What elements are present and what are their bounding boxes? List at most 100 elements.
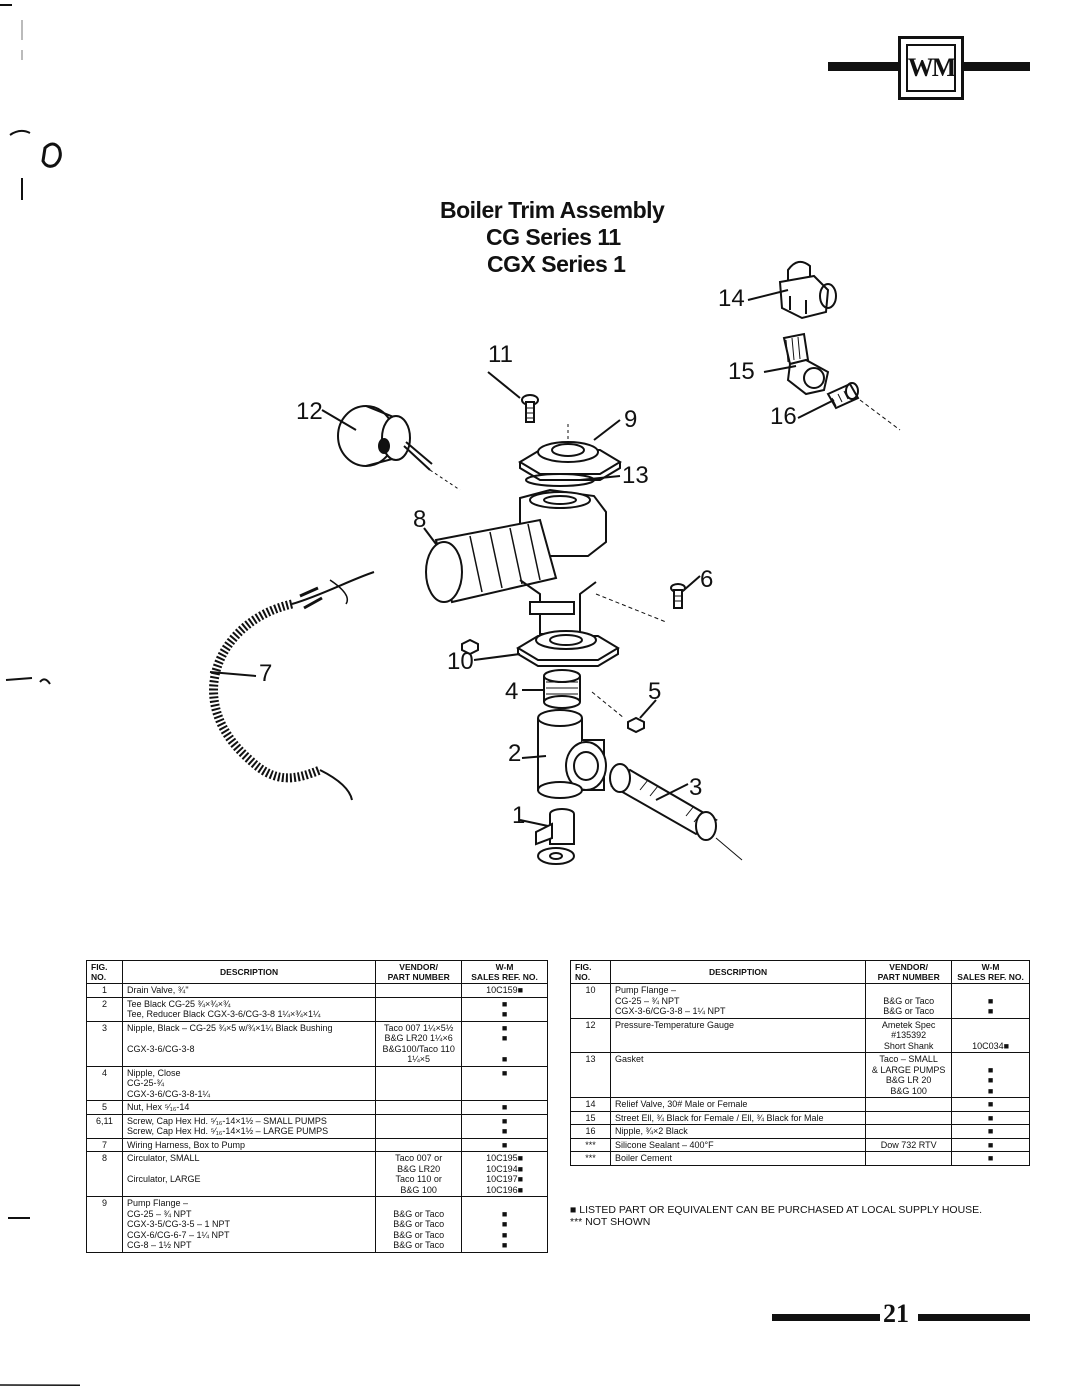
callout-2: 2 [508, 740, 522, 767]
scan-margin-marks [0, 4, 80, 1386]
cell-fig: 16 [570, 1124, 611, 1139]
cell-fig: 9 [86, 1196, 123, 1253]
footer-bar-left [772, 1314, 880, 1321]
cell-vendor [375, 1137, 463, 1152]
table-row: *** Silicone Sealant – 400°F Dow 732 RTV… [570, 1137, 1030, 1152]
table-row: 9 Pump Flange – CG-25 – ¾ NPT CGX-3-5/CG… [86, 1196, 548, 1253]
col-header-fig: FIG. NO. [570, 960, 611, 984]
table-header-row: FIG. NO. DESCRIPTION VENDOR/ PART NUMBER… [86, 960, 548, 984]
table-row: 14 Relief Valve, 30# Male or Female ■ [570, 1097, 1030, 1112]
cell-sales-ref: ■ ■ ■ [951, 1052, 1030, 1098]
callout-3: 3 [689, 774, 703, 801]
cell-description: Boiler Cement [609, 1151, 867, 1166]
table-row: 5 Nut, Hex ⁵⁄₁₆-14 ■ [86, 1100, 548, 1115]
cell-fig: 8 [86, 1151, 123, 1197]
cell-sales-ref: ■ [461, 1065, 548, 1101]
cell-fig: 6,11 [86, 1113, 123, 1139]
cell-fig: 15 [570, 1110, 611, 1125]
relief-valve-part-14 [778, 260, 837, 320]
cell-sales-ref: ■ [461, 1137, 548, 1152]
table-row: 10 Pump Flange – CG-25 – ¾ NPT CGX-3-6/C… [570, 983, 1030, 1019]
cell-description: Silicone Sealant – 400°F [609, 1137, 867, 1152]
cell-fig: 4 [86, 1065, 123, 1101]
title-line-2: CG Series 11 [486, 224, 621, 250]
cell-fig: *** [570, 1137, 611, 1152]
cell-description: Nipple, Black – CG-25 ¾×5 w/¾×1¼ Black B… [121, 1020, 377, 1067]
tee-part-2 [537, 709, 607, 799]
callout-12: 12 [296, 398, 323, 425]
cell-vendor: Dow 732 RTV [865, 1137, 953, 1152]
cell-description: Tee Black CG-25 ¾×¾×¾ Tee, Reducer Black… [121, 996, 377, 1022]
cell-sales-ref: ■ [951, 1151, 1030, 1166]
callout-16: 16 [770, 403, 797, 430]
cell-sales-ref: ■ [461, 1100, 548, 1115]
callout-7: 7 [259, 660, 273, 687]
logo-bar-left [828, 62, 898, 71]
table-row: 7 Wiring Harness, Box to Pump ■ [86, 1137, 548, 1152]
callout-5: 5 [648, 678, 662, 705]
table-row: 13 Gasket Taco – SMALL & LARGE PUMPS B&G… [570, 1052, 1030, 1098]
page-number: 21 [883, 1299, 909, 1328]
parts-table-left: FIG. NO. DESCRIPTION VENDOR/ PART NUMBER… [86, 960, 548, 1253]
cell-vendor: B&G or Taco B&G or Taco [865, 983, 953, 1019]
cell-description: Wiring Harness, Box to Pump [121, 1137, 377, 1152]
callout-1: 1 [512, 802, 526, 829]
cell-sales-ref: ■ ■ [461, 996, 548, 1022]
logo-text: WM [906, 44, 956, 92]
callout-9: 9 [624, 406, 638, 433]
table-row: 1 Drain Valve, ¾" 10C159■ [86, 983, 548, 998]
col-header-fig: FIG. NO. [86, 960, 123, 984]
cell-fig: 10 [570, 983, 611, 1019]
cell-description: Gasket [609, 1052, 867, 1098]
cell-description: Nipple, Close CG-25-¾ CGX-3-6/CG-3-8-1¼ [121, 1065, 377, 1101]
table-header-row: FIG. NO. DESCRIPTION VENDOR/ PART NUMBER… [570, 960, 1030, 984]
table-row: 12 Pressure-Temperature Gauge Ametek Spe… [570, 1017, 1030, 1053]
screw-part-6 [670, 583, 686, 609]
cell-description: Pump Flange – CG-25 – ¾ NPT CGX-3-6/CG-3… [609, 983, 867, 1019]
cell-description: Screw, Cap Hex Hd. ⁵⁄₁₆-14×1½ – SMALL PU… [121, 1113, 377, 1139]
cell-description: Nut, Hex ⁵⁄₁₆-14 [121, 1100, 377, 1115]
cell-fig: 12 [570, 1017, 611, 1053]
cell-sales-ref: ■ ■ [951, 983, 1030, 1019]
col-header-description: DESCRIPTION [121, 960, 377, 984]
cell-description: Pump Flange – CG-25 – ¾ NPT CGX-3-5/CG-3… [121, 1196, 377, 1253]
cell-description: Nipple, ¾×2 Black [609, 1124, 867, 1139]
cell-fig: *** [570, 1151, 611, 1166]
cell-description: Relief Valve, 30# Male or Female [609, 1097, 867, 1112]
cell-sales-ref: 10C159■ [461, 983, 548, 998]
cell-vendor [375, 1113, 463, 1139]
cell-sales-ref: ■ [951, 1110, 1030, 1125]
cell-vendor [375, 1100, 463, 1115]
cell-fig: 1 [86, 983, 123, 998]
cell-sales-ref: ■ ■ ■ [461, 1020, 548, 1067]
cell-fig: 13 [570, 1052, 611, 1098]
col-header-sales-ref: W-M SALES REF. NO. [951, 960, 1030, 984]
cell-vendor [375, 996, 463, 1022]
cell-description: Pressure-Temperature Gauge [609, 1017, 867, 1053]
col-header-vendor: VENDOR/ PART NUMBER [375, 960, 463, 984]
cell-description: Circulator, SMALL Circulator, LARGE [121, 1151, 377, 1197]
col-header-sales-ref: W-M SALES REF. NO. [461, 960, 548, 984]
col-header-description: DESCRIPTION [609, 960, 867, 984]
cell-sales-ref: ■ ■ ■ ■ [461, 1196, 548, 1253]
drain-valve-part-1 [535, 808, 575, 865]
cell-vendor: Taco – SMALL & LARGE PUMPS B&G LR 20 B&G… [865, 1052, 953, 1098]
callout-10: 10 [447, 648, 474, 675]
cell-description: Street Ell, ¾ Black for Female / Ell, ¾ … [609, 1110, 867, 1125]
gauge-part-12 [337, 405, 461, 491]
table-row: 16 Nipple, ¾×2 Black ■ [570, 1124, 1030, 1139]
wiring-harness-part-7 [209, 571, 375, 801]
cell-sales-ref: ■ [951, 1097, 1030, 1112]
street-ell-part-15 [782, 332, 830, 396]
cell-vendor [375, 1065, 463, 1101]
cell-sales-ref: 10C034■ [951, 1017, 1030, 1053]
callout-11: 11 [488, 341, 513, 368]
footer-bar-right [918, 1314, 1030, 1321]
table-row: 8 Circulator, SMALL Circulator, LARGE Ta… [86, 1151, 548, 1197]
cell-fig: 5 [86, 1100, 123, 1115]
cell-description: Drain Valve, ¾" [121, 983, 377, 998]
callout-6: 6 [700, 566, 714, 593]
cell-sales-ref: 10C195■ 10C194■ 10C197■ 10C196■ [461, 1151, 548, 1197]
cell-vendor: B&G or Taco B&G or Taco B&G or Taco B&G … [375, 1196, 463, 1253]
title-line-1: Boiler Trim Assembly [440, 197, 665, 223]
